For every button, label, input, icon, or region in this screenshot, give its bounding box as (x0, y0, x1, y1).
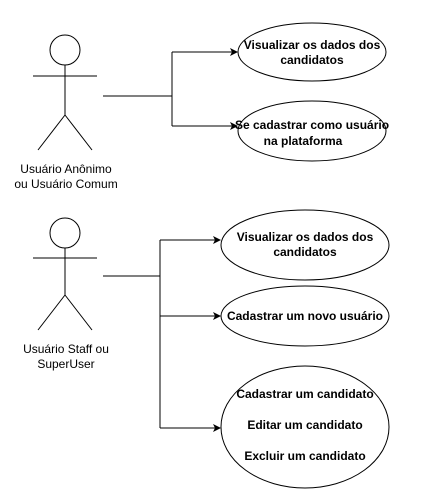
actor-staff-right-leg (64, 294, 93, 331)
usecase-register-new-user-line1: Cadastrar um novo usuário (227, 309, 383, 323)
actor-staff (33, 217, 97, 331)
usecase-view-candidates-staff-line1: Visualizar os dados dos (237, 230, 374, 244)
actor-anonymous-right-leg (64, 114, 93, 151)
usecase-register-user-anon-shape (237, 100, 387, 162)
usecase-manage-candidates: Cadastrar um candidato Editar um candida… (220, 365, 390, 489)
usecase-view-candidates-anon: Visualizar os dados dos candidatos (237, 22, 387, 82)
usecase-register-user-anon-line1: Se cadastrar como usuário (235, 118, 389, 132)
actor-anonymous-connectors (103, 48, 238, 130)
actor-staff-label-line2: SuperUser (37, 357, 94, 371)
usecase-view-candidates-staff-shape (220, 209, 390, 281)
usecase-view-candidates-anon-line1: Visualizar os dados dos (244, 38, 381, 52)
actor-anonymous (33, 34, 97, 151)
usecase-register-user-anon-line2: na plataforma (264, 134, 343, 148)
usecase-manage-candidates-line2: Editar um candidato (247, 418, 362, 432)
usecase-view-candidates-anon-shape (237, 22, 387, 82)
usecase-manage-candidates-line3: Excluir um candidato (244, 449, 365, 463)
actor-staff-left-leg (37, 294, 66, 331)
actor-anonymous-label-line1: Usuário Anônimo (20, 162, 112, 176)
actor-anonymous-label-line2: ou Usuário Comum (14, 177, 117, 191)
usecase-manage-candidates-line1: Cadastrar um candidato (236, 387, 373, 401)
actor-anonymous-head (49, 34, 81, 66)
usecase-view-candidates-staff-line2: candidatos (273, 245, 337, 259)
actor-anonymous-left-leg (37, 114, 66, 151)
usecase-register-new-user: Cadastrar um novo usuário (220, 285, 390, 347)
actor-staff-head (49, 217, 81, 249)
usecase-register-new-user-shape (220, 285, 390, 347)
usecase-view-candidates-staff: Visualizar os dados dos candidatos (220, 209, 390, 281)
usecase-manage-candidates-shape (220, 365, 390, 489)
usecase-view-candidates-anon-line2: candidatos (280, 53, 344, 67)
actor-staff-connectors (103, 236, 221, 432)
actor-staff-label-line1: Usuário Staff ou (23, 342, 109, 356)
usecase-register-user-anon: Se cadastrar como usuário na plataforma (235, 100, 389, 162)
